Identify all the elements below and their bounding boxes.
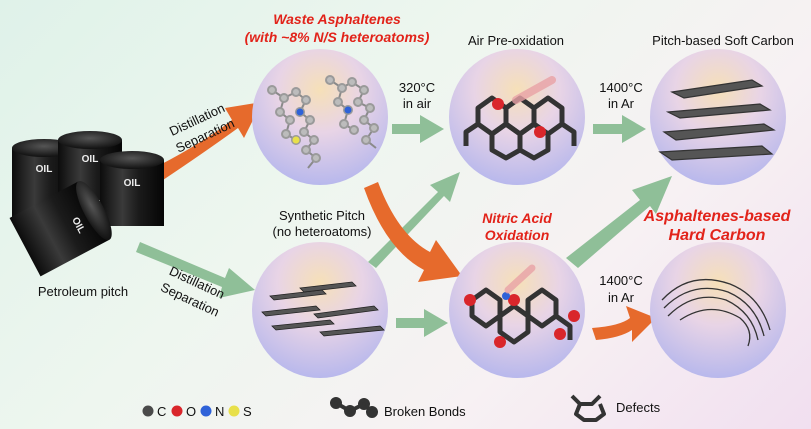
hard-carbon-line1: Asphaltenes-based xyxy=(643,208,791,225)
legend-sulfur-label: S xyxy=(243,404,252,419)
soft-carbon-layers xyxy=(658,79,776,161)
sphere-air-preox xyxy=(449,49,585,185)
sphere-soft-carbon xyxy=(650,49,786,185)
legend-oxygen-label: O xyxy=(186,404,197,419)
preox-network xyxy=(463,95,577,161)
legend-broken-bonds-label: Broken Bonds xyxy=(384,404,466,419)
legend-defects-label: Defects xyxy=(616,400,661,415)
legend-markers xyxy=(142,394,606,422)
step1-atm: in air xyxy=(402,96,432,111)
barrel-3 xyxy=(100,151,164,226)
green-arrow-preox xyxy=(392,115,444,143)
oil-barrels xyxy=(9,131,164,277)
barrel-1-text: OIL xyxy=(35,164,53,175)
asphaltene-molecules xyxy=(267,75,379,169)
legend-carbon-label: C xyxy=(157,404,167,419)
petroleum-pitch-label: Petroleum pitch xyxy=(37,284,129,299)
hard-carbon-line2: Hard Carbon xyxy=(668,227,766,244)
green-arrow-nitric-soft xyxy=(566,176,672,268)
waste-asphaltenes-title: Waste Asphaltenes xyxy=(273,11,401,27)
legend-oxygen-dot xyxy=(171,405,183,417)
legend-sulfur-dot xyxy=(228,405,240,417)
legend-carbon-dot xyxy=(142,405,154,417)
step3-atm: in Ar xyxy=(607,290,634,305)
orange-arrow-nitric xyxy=(364,182,462,282)
barrel-3-text: OIL xyxy=(123,178,141,189)
step2-atm: in Ar xyxy=(607,96,634,111)
step3-temp: 1400°C xyxy=(599,273,643,288)
synthetic-pitch-line2: (no heteroatoms) xyxy=(272,224,372,239)
waste-asphaltenes-subtitle: (with ~8% N/S heteroatoms) xyxy=(244,29,430,45)
defect-icon xyxy=(570,394,606,422)
green-arrow-synthetic-preox xyxy=(368,172,460,268)
synthetic-pitch-flakes xyxy=(261,281,385,337)
step1-temp: 320°C xyxy=(398,80,436,95)
orange-arrow-distillation xyxy=(150,102,262,182)
nitric-line2: Oxidation xyxy=(484,227,550,243)
green-arrow-soft xyxy=(593,115,646,143)
broken-bond-icon xyxy=(330,397,378,418)
green-arrow-synthetic-nitric xyxy=(396,309,448,337)
air-preox-label: Air Pre-oxidation xyxy=(467,33,565,48)
barrel-2-text: OIL xyxy=(81,154,99,165)
orange-arrow-hard xyxy=(592,306,656,342)
nitric-line1: Nitric Acid xyxy=(482,210,552,226)
synthetic-pitch-line1: Synthetic Pitch xyxy=(279,208,365,223)
nitric-network xyxy=(469,287,573,345)
barrel-4-tilted xyxy=(9,181,112,277)
green-arrow-distillation xyxy=(136,242,255,298)
hard-carbon-sheets xyxy=(661,278,771,347)
legend-nitrogen-label: N xyxy=(215,404,225,419)
soft-carbon-label: Pitch-based Soft Carbon xyxy=(652,33,794,48)
step2-temp: 1400°C xyxy=(599,80,643,95)
legend-nitrogen-dot xyxy=(200,405,212,417)
